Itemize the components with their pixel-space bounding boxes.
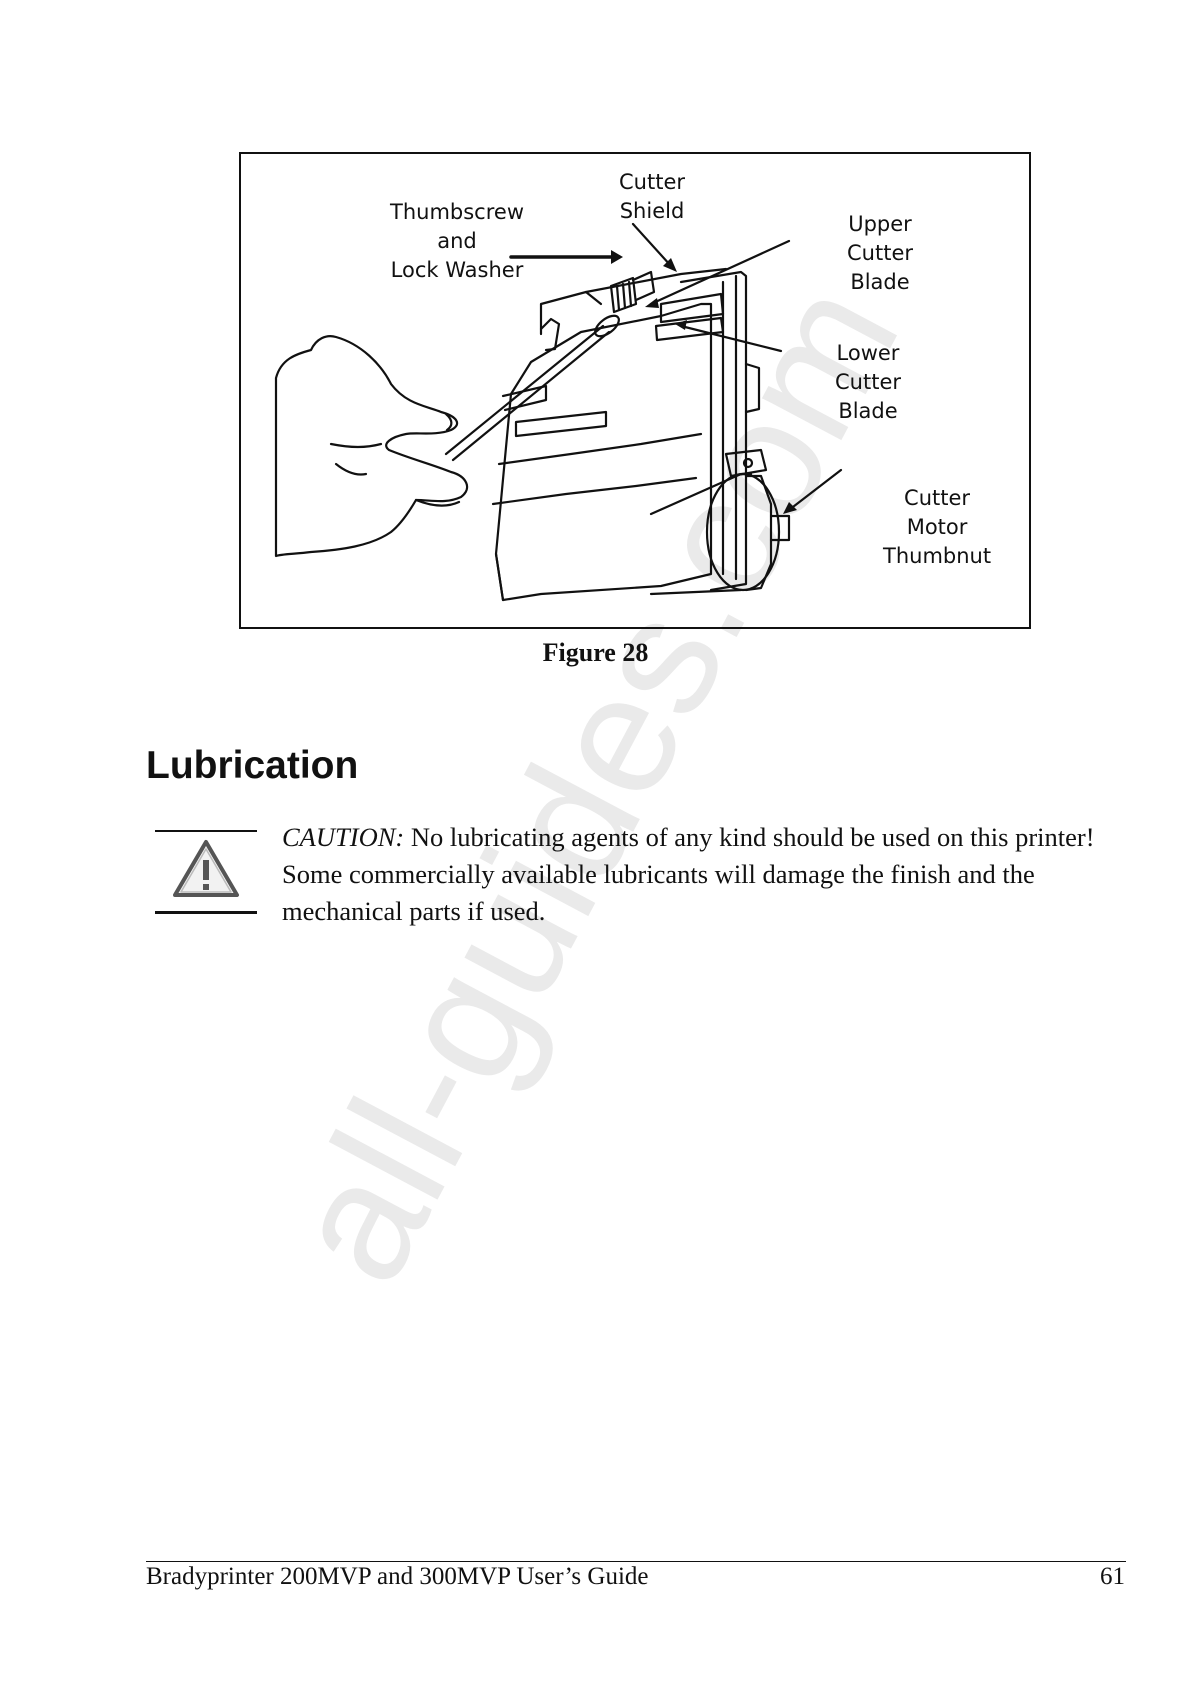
caution-top-rule xyxy=(155,830,257,832)
callout-cutter-motor-thumbnut: Cutter Motor Thumbnut xyxy=(883,484,991,571)
cutter-housing xyxy=(496,304,711,600)
callout-upper-line1: Upper xyxy=(847,210,913,239)
callout-upper-line3: Blade xyxy=(847,268,913,297)
callout-thumbscrew-line2: and xyxy=(390,227,524,256)
callout-lower-line1: Lower xyxy=(835,339,901,368)
callout-motor-line3: Thumbnut xyxy=(883,542,991,571)
callout-upper-line2: Cutter xyxy=(847,239,913,268)
callout-lower-cutter-blade: Lower Cutter Blade xyxy=(835,339,901,426)
callout-upper-cutter-blade: Upper Cutter Blade xyxy=(847,210,913,297)
callout-shield-line1: Cutter xyxy=(619,168,685,197)
arrowhead-thumbscrew xyxy=(611,250,623,264)
leader-motor xyxy=(789,470,841,510)
footer-title: Bradyprinter 200MVP and 300MVP User’s Gu… xyxy=(146,1563,649,1591)
caution-paragraph: CAUTION: No lubricating agents of any ki… xyxy=(282,819,1112,930)
arrowhead-motor xyxy=(783,502,797,514)
callout-motor-line2: Motor xyxy=(883,513,991,542)
callout-lower-line3: Blade xyxy=(835,397,901,426)
callout-shield-line2: Shield xyxy=(619,197,685,226)
callout-motor-line1: Cutter xyxy=(883,484,991,513)
callout-thumbscrew-line1: Thumbscrew xyxy=(390,198,524,227)
page-number: 61 xyxy=(1100,1563,1125,1591)
figure-caption: Figure 28 xyxy=(0,638,1191,668)
leader-shield xyxy=(633,224,671,266)
callout-thumbscrew: Thumbscrew and Lock Washer xyxy=(390,198,524,285)
caution-body: No lubricating agents of any kind should… xyxy=(282,822,1095,926)
figure-28: Thumbscrew and Lock Washer Cutter Shield… xyxy=(239,152,1031,629)
callout-thumbscrew-line3: Lock Washer xyxy=(390,256,524,285)
leader-lower-blade xyxy=(681,326,781,351)
callout-cutter-shield: Cutter Shield xyxy=(619,168,685,226)
section-heading: Lubrication xyxy=(146,744,358,788)
footer-rule xyxy=(146,1561,1126,1562)
caution-bottom-rule xyxy=(155,911,257,914)
warning-triangle-icon xyxy=(171,838,241,905)
arrowhead-upper-blade xyxy=(645,298,659,308)
caution-label: CAUTION: xyxy=(282,822,404,852)
callout-lower-line2: Cutter xyxy=(835,368,901,397)
arrowhead-lower-blade xyxy=(675,320,687,330)
